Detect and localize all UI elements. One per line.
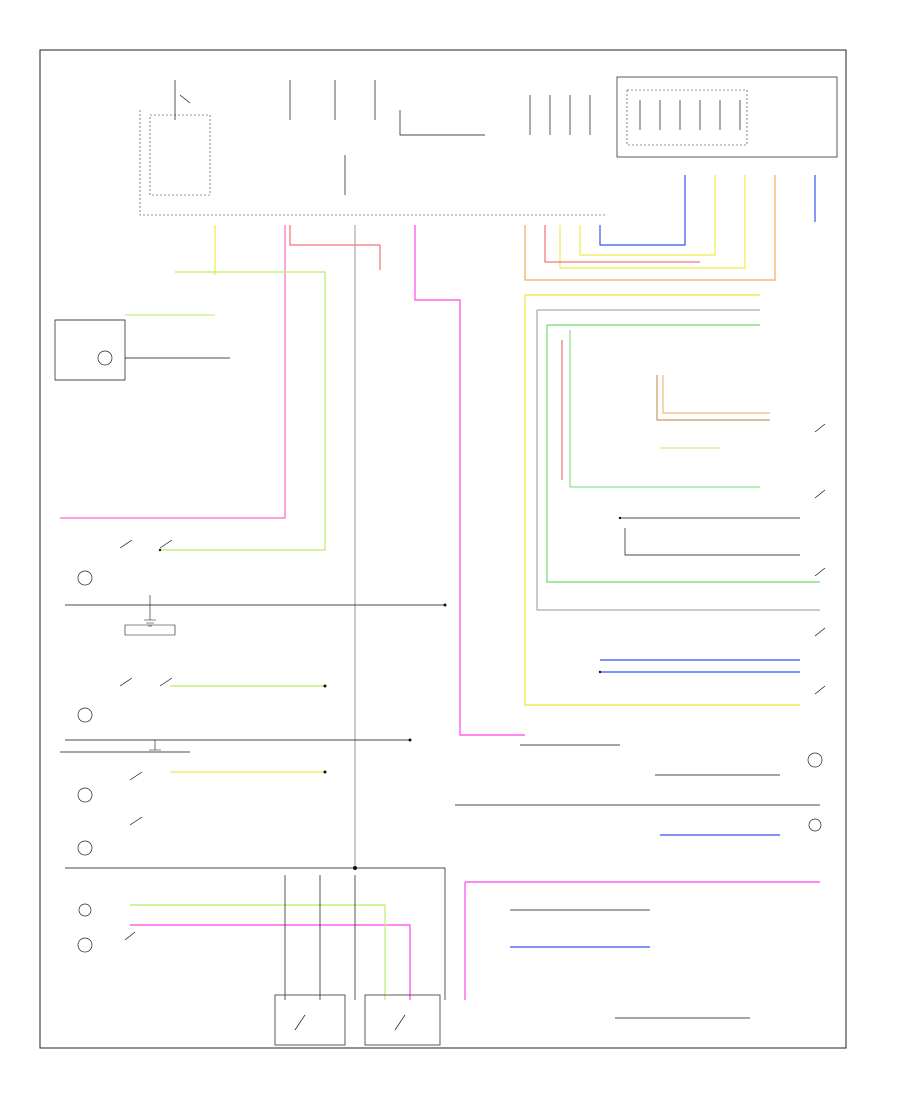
wire-blue-right — [600, 659, 800, 673]
wire-yellow-right — [524, 294, 800, 706]
diagram-border — [39, 49, 847, 1049]
wire-yellow-top — [579, 175, 716, 256]
left-lamps — [77, 350, 113, 953]
wire-red-short — [544, 225, 700, 263]
nodes — [158, 516, 622, 870]
wire-magenta-down — [414, 225, 525, 736]
right-wiring — [520, 294, 820, 836]
switches — [54, 319, 826, 1031]
wire-magenta-bottom — [130, 924, 411, 1000]
wire-gray-right — [536, 309, 820, 611]
cluster-wiring — [524, 175, 816, 281]
wire-red-upper — [289, 225, 381, 270]
wire-tan-right — [656, 375, 770, 421]
grounds — [124, 595, 176, 751]
wire-lgreen-lower — [130, 904, 386, 1000]
wire-green-right — [546, 324, 820, 583]
wire-orange-right — [662, 375, 770, 414]
left-wiring — [60, 225, 525, 870]
wire-green2-right — [569, 330, 760, 488]
wire-magenta-lower — [464, 881, 820, 1000]
wire-lgreen-left — [160, 271, 326, 551]
right-lamps — [807, 752, 823, 832]
lower-wiring — [60, 604, 820, 1046]
wire-orange — [524, 175, 776, 281]
wire-blue — [599, 175, 686, 246]
wire-pink-main — [60, 225, 286, 519]
instrument-cluster — [616, 76, 838, 158]
fuse-panel — [139, 80, 605, 216]
wire-yellow2 — [559, 175, 746, 269]
